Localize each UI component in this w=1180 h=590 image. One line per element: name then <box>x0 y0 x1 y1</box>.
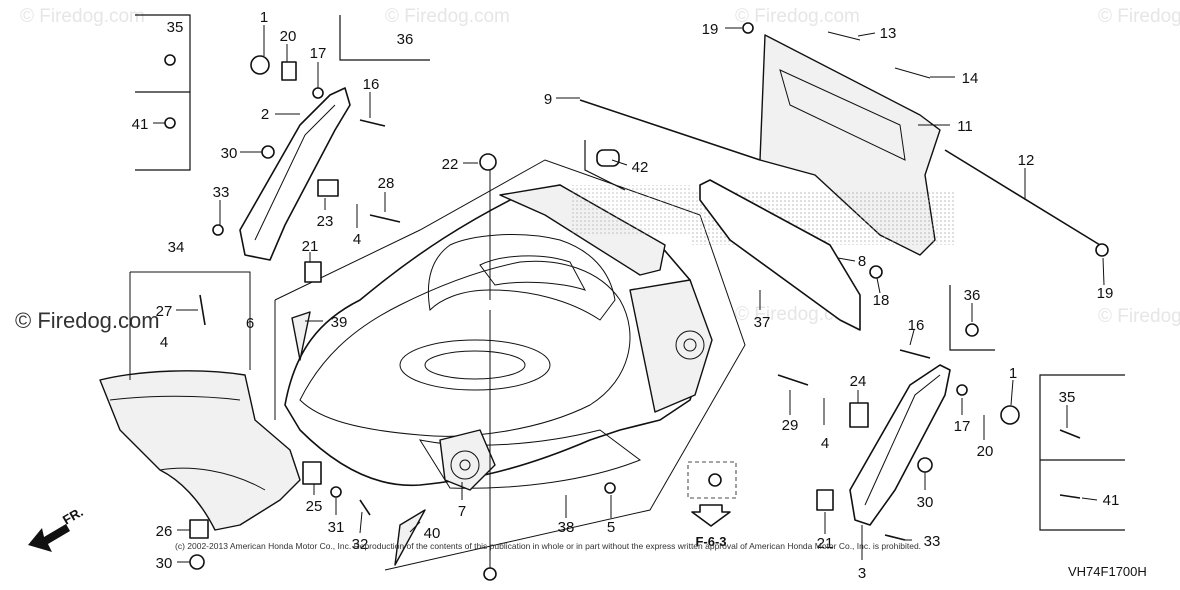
callout-17: 17 <box>310 45 327 62</box>
callout-41: 41 <box>132 116 149 133</box>
callout-26: 26 <box>156 523 173 540</box>
callout-30c: 30 <box>156 555 173 572</box>
callout-16: 16 <box>363 76 380 93</box>
callout-20b: 20 <box>977 443 994 460</box>
callout-25: 25 <box>306 498 323 515</box>
callout-33b: 33 <box>924 533 941 550</box>
callout-9: 9 <box>544 91 552 108</box>
diagram-code: VH74F1700H <box>1068 564 1147 579</box>
callout-4: 4 <box>353 231 361 248</box>
callout-16b: 16 <box>908 317 925 334</box>
callout-23: 23 <box>317 213 334 230</box>
callout-35: 35 <box>167 19 184 36</box>
callout-35b: 35 <box>1059 389 1076 406</box>
left-handle-bracket <box>239 87 351 261</box>
front-label: FR. <box>60 504 86 527</box>
front-direction-arrow: FR. <box>28 504 86 552</box>
callout-18: 18 <box>873 292 890 309</box>
reference-label: F-6-3 <box>695 534 726 549</box>
callout-21b: 21 <box>817 535 834 552</box>
callout-12: 12 <box>1018 152 1035 169</box>
callout-19: 19 <box>702 21 719 38</box>
right-handle-bracket <box>849 364 951 526</box>
callout-42: 42 <box>632 159 649 176</box>
callout-36b: 36 <box>964 287 981 304</box>
callout-19b: 19 <box>1097 285 1114 302</box>
leader-lines <box>153 25 1105 563</box>
callout-27: 27 <box>156 303 173 320</box>
watermark-text: © Firedog.com <box>1098 306 1180 327</box>
callout-4b: 4 <box>160 334 168 351</box>
callout-32: 32 <box>352 536 369 553</box>
callout-40: 40 <box>424 525 441 542</box>
callout-29: 29 <box>782 417 799 434</box>
callout-37: 37 <box>754 314 771 331</box>
callout-14: 14 <box>962 70 979 87</box>
callout-13: 13 <box>880 25 897 42</box>
callout-30b: 30 <box>917 494 934 511</box>
callout-24: 24 <box>850 373 867 390</box>
callout-11: 11 <box>957 118 973 135</box>
reference-marker: F-6-3 <box>691 504 731 549</box>
watermark-text: © Firedog.com <box>20 6 145 27</box>
callout-33: 33 <box>213 184 230 201</box>
callout-4c: 4 <box>821 435 829 452</box>
callout-1: 1 <box>260 9 268 26</box>
callout-5: 5 <box>607 519 615 536</box>
watermark-text-dark: © Firedog.com <box>15 308 160 333</box>
rear-flap <box>570 34 1101 331</box>
callout-7: 7 <box>458 503 466 520</box>
callout-36: 36 <box>397 31 414 48</box>
front-guard <box>99 370 301 531</box>
callout-34: 34 <box>168 239 185 256</box>
callout-2: 2 <box>261 106 269 123</box>
callout-21: 21 <box>302 238 319 255</box>
watermarks: © Firedog.com © Firedog.com © Firedog.co… <box>15 6 1180 333</box>
callout-30: 30 <box>221 145 238 162</box>
callout-3: 3 <box>858 565 866 582</box>
callout-8: 8 <box>858 253 866 270</box>
callout-31: 31 <box>328 519 345 536</box>
callout-22: 22 <box>442 156 459 173</box>
callout-41b: 41 <box>1103 492 1120 509</box>
callout-17b: 17 <box>954 418 971 435</box>
callout-39: 39 <box>331 314 348 331</box>
callout-38: 38 <box>558 519 575 536</box>
watermark-text: © Firedog.com <box>385 6 510 27</box>
callout-28: 28 <box>378 175 395 192</box>
watermark-text: © Firedog.com <box>735 6 860 27</box>
copyright-notice: (c) 2002-2013 American Honda Motor Co., … <box>175 541 921 551</box>
watermark-text: © Firedog.com <box>1098 6 1180 27</box>
callout-1b: 1 <box>1009 365 1017 382</box>
callout-labels: 35 1 20 17 36 16 2 41 30 33 23 28 4 21 3… <box>132 9 1120 582</box>
callout-20: 20 <box>280 28 297 45</box>
callout-6: 6 <box>246 315 254 332</box>
small-parts <box>164 22 1109 581</box>
